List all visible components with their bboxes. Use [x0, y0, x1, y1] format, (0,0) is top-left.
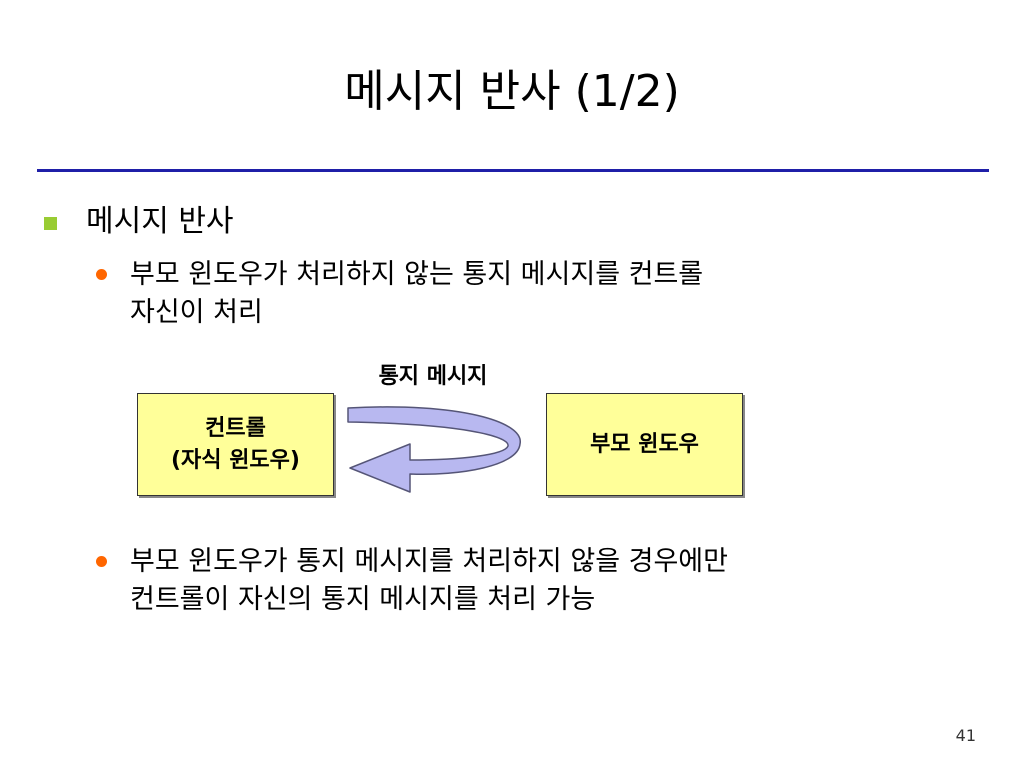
control-box: 컨트롤 (자식 윈도우) — [137, 393, 334, 496]
bullet-item-1-text: 부모 윈도우가 처리하지 않는 통지 메시지를 컨트롤 자신이 처리 — [130, 256, 703, 332]
bullet-item-1-line2: 자신이 처리 — [130, 297, 263, 328]
control-box-line1: 컨트롤 — [205, 415, 266, 441]
title-divider — [37, 169, 989, 172]
page-number: 41 — [955, 726, 976, 745]
bullet-item-2-line2: 컨트롤이 자신의 통지 메시지를 처리 가능 — [130, 584, 596, 615]
curved-arrow-icon — [347, 406, 521, 493]
curved-arrow-shape — [347, 406, 521, 493]
square-bullet-icon — [44, 217, 57, 230]
bullet-item-1-line1: 부모 윈도우가 처리하지 않는 통지 메시지를 컨트롤 — [130, 259, 704, 290]
parent-window-box-label: 부모 윈도우 — [590, 431, 699, 457]
dot-bullet-icon — [96, 269, 107, 280]
parent-window-box: 부모 윈도우 — [546, 393, 743, 496]
slide-title: 메시지 반사 (1/2) — [344, 66, 680, 117]
bullet-item-2-text: 부모 윈도우가 통지 메시지를 처리하지 않을 경우에만 컨트롤이 자신의 통지… — [130, 543, 728, 619]
bullet-item-2-line1: 부모 윈도우가 통지 메시지를 처리하지 않을 경우에만 — [130, 546, 728, 577]
control-box-line2: (자식 윈도우) — [171, 447, 300, 473]
bullet-level1-text: 메시지 반사 — [86, 204, 234, 239]
arrow-label: 통지 메시지 — [378, 364, 488, 389]
dot-bullet-icon — [96, 556, 107, 567]
